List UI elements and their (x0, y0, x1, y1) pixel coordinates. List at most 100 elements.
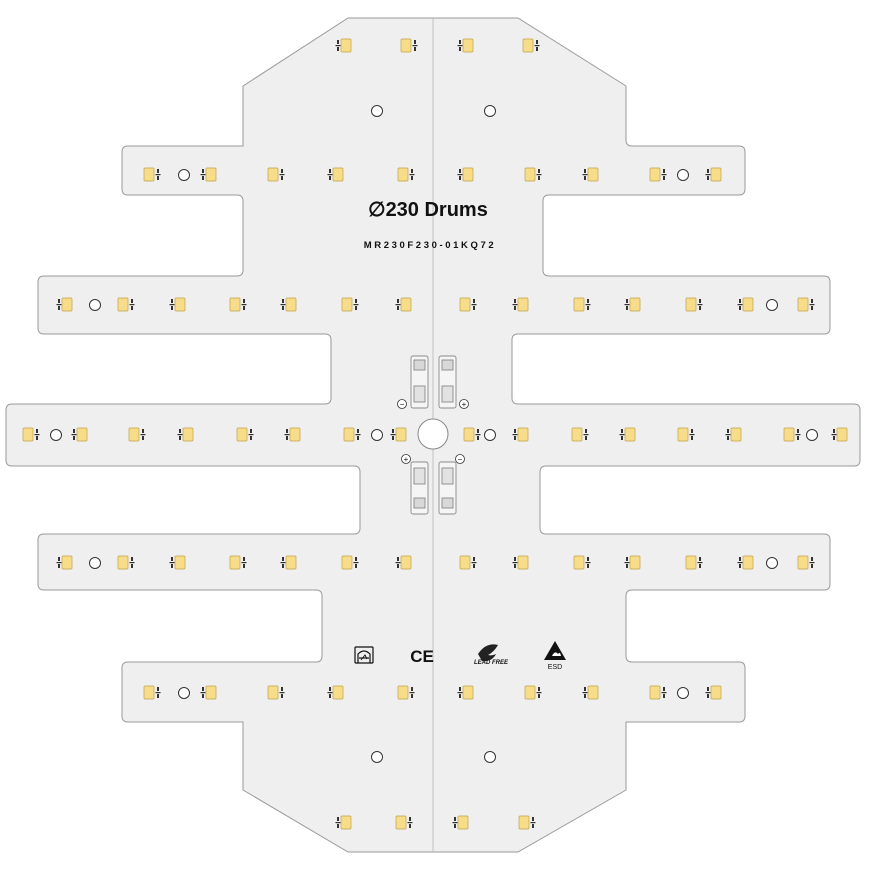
led-chip-icon (512, 555, 529, 570)
lead-free-label: LEAD FREE (474, 660, 509, 666)
mounting-hole-icon (766, 299, 778, 311)
led-chip-icon (463, 427, 481, 442)
led-chip-icon (56, 297, 73, 312)
mounting-holes (50, 105, 818, 763)
class-ii-icon (354, 646, 374, 664)
led-chip-icon (143, 167, 161, 182)
mounting-hole-icon (766, 557, 778, 569)
led-chip-icon (624, 555, 641, 570)
led-chip-icon (267, 167, 285, 182)
led-chip-icon (624, 297, 641, 312)
led-chip-icon (457, 38, 474, 53)
polarity-plus-label: + (462, 400, 467, 409)
mounting-hole-icon (178, 169, 190, 181)
led-chip-icon (649, 685, 667, 700)
polarity-minus-icon: − (397, 399, 407, 409)
led-chip-icon (797, 297, 815, 312)
led-chip-icon (335, 38, 352, 53)
mounting-hole-icon (371, 105, 383, 117)
esd-icon: ESD (544, 641, 566, 671)
led-chip-icon (677, 427, 695, 442)
led-chip-icon (200, 167, 217, 182)
led-chip-icon (397, 167, 415, 182)
led-chip-icon (452, 815, 469, 830)
mounting-hole-icon (806, 429, 818, 441)
polarity-minus-label: − (400, 400, 405, 409)
led-chip-icon (395, 555, 412, 570)
led-chip-icon (236, 427, 254, 442)
lead-free-icon: LEAD FREE (474, 644, 509, 666)
led-chip-icon (169, 555, 186, 570)
led-chip-icon (522, 38, 540, 53)
led-chip-icon (685, 297, 703, 312)
led-chip-icon (143, 685, 161, 700)
connector-bottom-right-icon (438, 461, 457, 515)
polarity-plus-icon: + (401, 454, 411, 464)
led-chip-icon (341, 555, 359, 570)
mounting-hole-icon (484, 105, 496, 117)
led-chip-icon (395, 297, 412, 312)
led-array (22, 38, 848, 830)
connector-top-left-icon (410, 355, 429, 409)
led-chip-icon (459, 555, 477, 570)
led-chip-icon (335, 815, 352, 830)
led-chip-icon (280, 297, 297, 312)
led-chip-icon (390, 427, 407, 442)
esd-label: ESD (548, 664, 562, 671)
led-chip-icon (737, 297, 754, 312)
led-chip-icon (280, 555, 297, 570)
led-chip-icon (512, 427, 529, 442)
mounting-hole-icon (89, 299, 101, 311)
led-chip-icon (459, 297, 477, 312)
connector-top-right-icon (438, 355, 457, 409)
led-chip-icon (512, 297, 529, 312)
led-chip-icon (177, 427, 194, 442)
led-chip-icon (341, 297, 359, 312)
led-chip-icon (284, 427, 301, 442)
led-chip-icon (573, 555, 591, 570)
led-chip-icon (705, 685, 722, 700)
ce-mark-icon: CE (410, 647, 434, 666)
led-chip-icon (571, 427, 589, 442)
led-chip-icon (22, 427, 40, 442)
led-chip-icon (117, 555, 135, 570)
led-chip-icon (327, 685, 344, 700)
led-chip-icon (582, 167, 599, 182)
led-chip-icon (685, 555, 703, 570)
polarity-minus-label: − (458, 455, 463, 464)
led-chip-icon (797, 555, 815, 570)
led-chip-icon (737, 555, 754, 570)
led-chip-icon (56, 555, 73, 570)
center-mounting-hole (417, 418, 449, 450)
led-chip-icon (582, 685, 599, 700)
connector-bottom-left-icon (410, 461, 429, 515)
led-chip-icon (457, 167, 474, 182)
mounting-hole-icon (50, 429, 62, 441)
led-chip-icon (200, 685, 217, 700)
polarity-plus-label: + (404, 455, 409, 464)
led-chip-icon (457, 685, 474, 700)
mounting-hole-icon (484, 429, 496, 441)
led-chip-icon (71, 427, 88, 442)
led-chip-icon (783, 427, 801, 442)
mounting-hole-icon (677, 687, 689, 699)
mounting-hole-icon (89, 557, 101, 569)
led-chip-icon (649, 167, 667, 182)
led-chip-icon (619, 427, 636, 442)
led-chip-icon (128, 427, 146, 442)
led-chip-icon (327, 167, 344, 182)
polarity-plus-icon: + (459, 399, 469, 409)
mounting-hole-icon (484, 751, 496, 763)
led-chip-icon (400, 38, 418, 53)
mounting-hole-icon (677, 169, 689, 181)
polarity-minus-icon: − (455, 454, 465, 464)
led-chip-icon (229, 555, 247, 570)
led-chip-icon (397, 685, 415, 700)
led-chip-icon (169, 297, 186, 312)
led-chip-icon (524, 167, 542, 182)
led-chip-icon (229, 297, 247, 312)
mounting-hole-icon (178, 687, 190, 699)
led-chip-icon (117, 297, 135, 312)
led-chip-icon (518, 815, 536, 830)
